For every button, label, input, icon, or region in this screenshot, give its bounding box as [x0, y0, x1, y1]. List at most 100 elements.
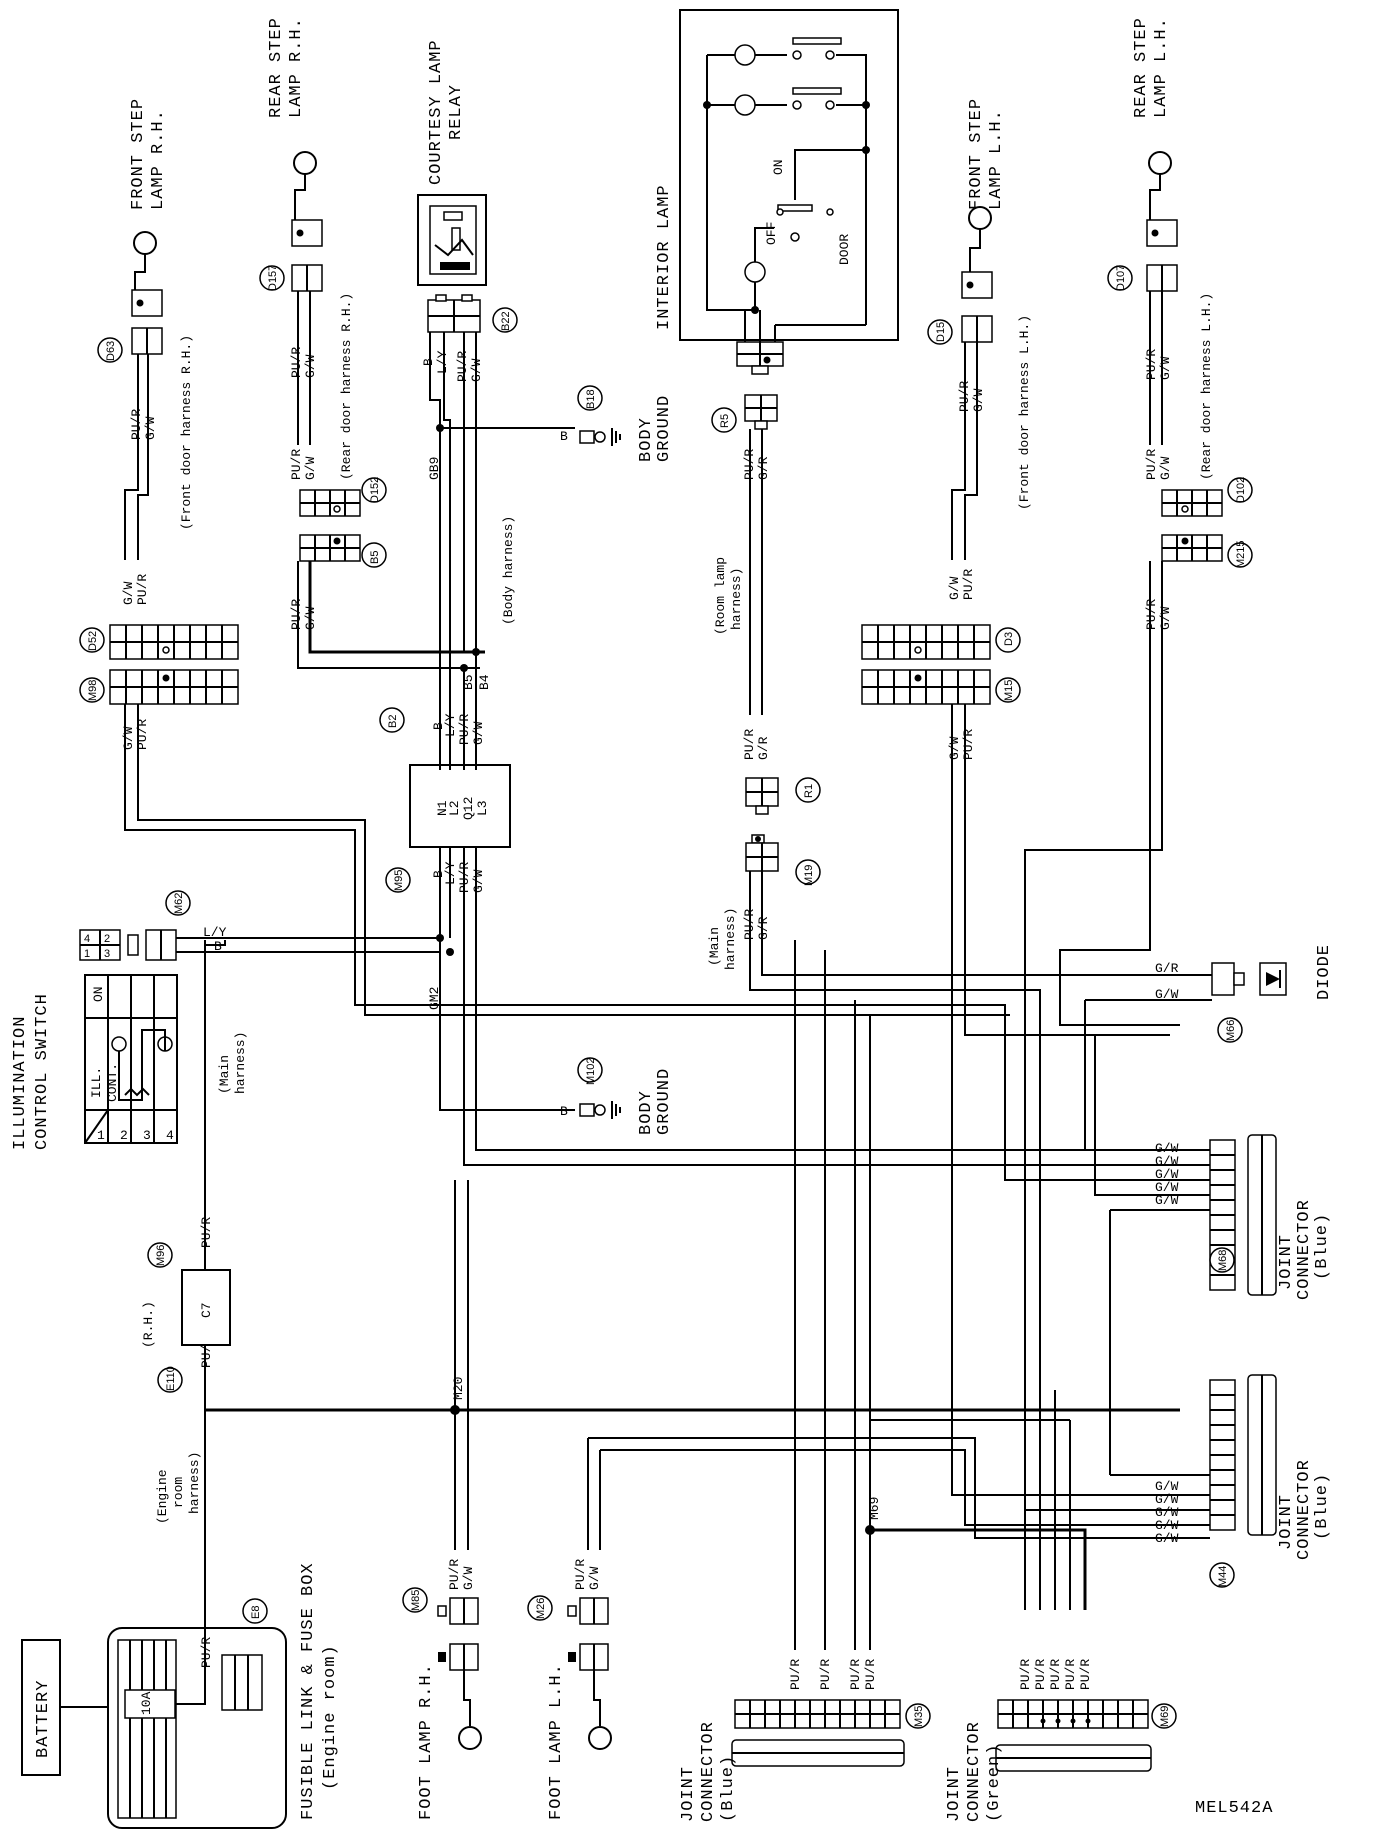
svg-text:COURTESY LAMP: COURTESY LAMP — [427, 39, 446, 185]
svg-text:PU/R: PU/R — [961, 569, 976, 600]
svg-text:(Engine: (Engine — [155, 1469, 170, 1524]
svg-text:L3: L3 — [475, 800, 490, 816]
svg-text:M19: M19 — [803, 865, 815, 886]
connector-block-d3 — [861, 624, 991, 660]
svg-text:4: 4 — [84, 933, 90, 945]
svg-text:G/W: G/W — [1155, 987, 1179, 1002]
connector-block-b5 — [299, 534, 361, 562]
svg-text:PU/R: PU/R — [457, 714, 472, 745]
svg-text:(Front door harness R.H.): (Front door harness R.H.) — [179, 335, 194, 530]
connector-M35 — [905, 1703, 931, 1729]
connector-D52 — [79, 627, 105, 653]
svg-text:CONNECTOR: CONNECTOR — [1295, 1459, 1314, 1560]
connector-block-r1 — [745, 777, 779, 815]
svg-text:G/W: G/W — [471, 869, 486, 893]
svg-text:PU/R: PU/R — [1033, 1659, 1048, 1690]
svg-text:(Green): (Green) — [985, 1744, 1004, 1822]
svg-text:4: 4 — [166, 1128, 174, 1143]
svg-text:PU/R: PU/R — [199, 1637, 214, 1668]
svg-text:M44: M44 — [1217, 1566, 1229, 1587]
svg-text:REAR STEP: REAR STEP — [267, 17, 286, 118]
connector-M96 — [147, 1242, 173, 1268]
ground-b18 — [579, 428, 621, 446]
illumination-control-switch: ON ILL. CONT. 1 2 3 4 — [84, 974, 178, 1144]
svg-text:L/Y: L/Y — [203, 925, 227, 940]
svg-text:D157: D157 — [267, 265, 279, 291]
connector-B2 — [379, 707, 405, 733]
svg-text:PU/R: PU/R — [289, 449, 304, 480]
svg-text:G/W: G/W — [1158, 606, 1173, 630]
connector-block-m98 — [109, 669, 239, 705]
svg-text:M68: M68 — [1217, 1250, 1229, 1271]
svg-text:B: B — [421, 358, 436, 366]
svg-text:JOINT: JOINT — [1277, 1494, 1296, 1550]
joint-connector-m44 — [1209, 1374, 1277, 1536]
svg-text:E8: E8 — [250, 1606, 262, 1619]
connector-r5-plug — [744, 394, 778, 430]
svg-text:G/W: G/W — [471, 721, 486, 745]
svg-text:E110: E110 — [165, 1366, 177, 1391]
connector-D3 — [995, 627, 1021, 653]
relay-connector — [427, 294, 481, 333]
svg-text:PU/R: PU/R — [742, 729, 757, 760]
svg-text:CONNECTOR: CONNECTOR — [699, 1721, 718, 1822]
connector-D152 — [361, 477, 387, 503]
svg-text:L2: L2 — [447, 800, 462, 816]
front-step-lamp-lh — [961, 206, 993, 343]
svg-text:FOOT LAMP L.H.: FOOT LAMP L.H. — [547, 1663, 566, 1820]
svg-text:(Rear door harness R.H.): (Rear door harness R.H.) — [339, 293, 354, 480]
svg-text:G/W: G/W — [1155, 1167, 1179, 1182]
connector-B5 — [361, 542, 387, 568]
svg-text:CONT.: CONT. — [105, 1063, 120, 1102]
battery: BATTERY — [21, 1639, 61, 1776]
svg-text:G/W: G/W — [143, 416, 158, 440]
svg-text:PU/R: PU/R — [1078, 1659, 1093, 1690]
svg-text:N1: N1 — [435, 800, 450, 816]
svg-text:3: 3 — [143, 1128, 151, 1143]
svg-text:FRONT STEP: FRONT STEP — [967, 98, 986, 210]
connector-D15 — [927, 319, 953, 345]
svg-text:PU/R: PU/R — [961, 729, 976, 760]
svg-text:G/W: G/W — [1158, 356, 1173, 380]
svg-text:(Rear door harness L.H.): (Rear door harness L.H.) — [1199, 293, 1214, 480]
svg-text:M96: M96 — [155, 1245, 167, 1266]
svg-text:B22: B22 — [500, 311, 512, 331]
connector-block-m19 — [745, 834, 779, 872]
svg-text:M62: M62 — [173, 893, 185, 914]
svg-text:INTERIOR LAMP: INTERIOR LAMP — [655, 184, 674, 330]
connector-block-m15 — [861, 669, 991, 705]
connector-M95 — [385, 867, 411, 893]
svg-text:G/W: G/W — [971, 388, 986, 412]
svg-text:ILL.: ILL. — [89, 1067, 104, 1098]
svg-text:G/W: G/W — [303, 456, 318, 480]
svg-text:M20: M20 — [451, 1377, 466, 1400]
svg-text:PU/R: PU/R — [135, 574, 150, 605]
svg-text:ON: ON — [91, 986, 106, 1002]
svg-text:PU/R: PU/R — [1018, 1659, 1033, 1690]
interior-lamp-connector — [736, 341, 784, 375]
connector-M66 — [1217, 1017, 1243, 1043]
front-step-lamp-rh — [131, 231, 163, 355]
connector-B18 — [577, 385, 603, 411]
connector-M62 — [165, 890, 191, 916]
svg-text:(Room lamp: (Room lamp — [713, 557, 728, 635]
connector-M68 — [1209, 1247, 1235, 1273]
svg-text:BODY: BODY — [637, 417, 656, 462]
svg-text:R5: R5 — [719, 414, 731, 428]
svg-text:FRONT STEP: FRONT STEP — [129, 98, 148, 210]
svg-text:room: room — [171, 1477, 186, 1508]
connector-M44 — [1209, 1562, 1235, 1588]
svg-text:GM2: GM2 — [427, 987, 442, 1010]
svg-text:PU/R: PU/R — [788, 1659, 803, 1690]
rear-step-lamp-lh — [1146, 151, 1178, 292]
svg-text:CONNECTOR: CONNECTOR — [1295, 1199, 1314, 1300]
svg-text:M95: M95 — [393, 870, 405, 891]
svg-text:B: B — [431, 722, 446, 730]
svg-text:PU/R: PU/R — [1144, 599, 1159, 630]
svg-text:G/R: G/R — [756, 456, 771, 480]
svg-text:G/W: G/W — [1155, 1479, 1179, 1494]
connector-M215 — [1227, 542, 1253, 568]
svg-text:PU/R: PU/R — [199, 1217, 214, 1248]
svg-text:(Front door harness L.H.): (Front door harness L.H.) — [1017, 315, 1032, 510]
svg-text:(R.H.): (R.H.) — [141, 1301, 156, 1348]
